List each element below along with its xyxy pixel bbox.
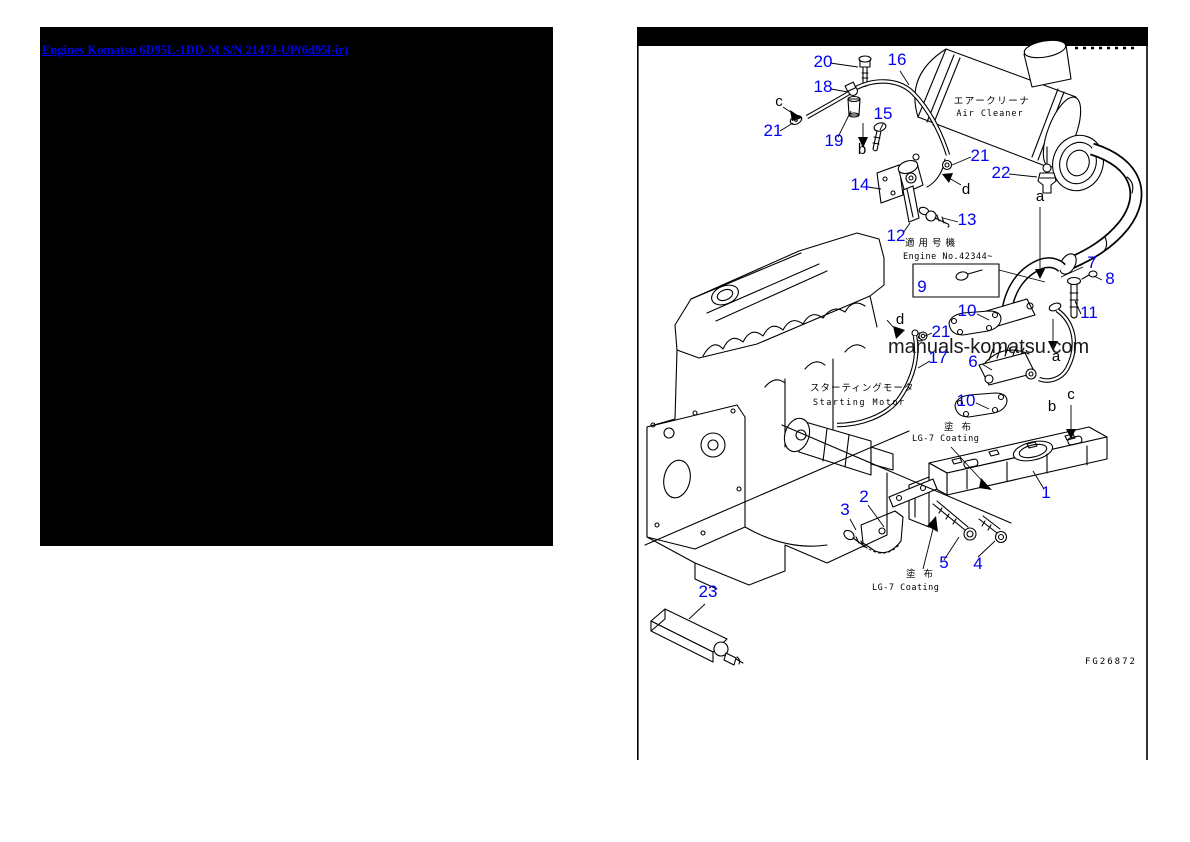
air-cleaner-caption-en: Air Cleaner — [956, 109, 1023, 119]
part-callout-20-0: 20 — [814, 52, 833, 71]
bolt-20-drawing — [858, 55, 872, 88]
tube-16-drawing — [805, 79, 951, 188]
bolt-8-drawing — [1081, 270, 1098, 280]
parts-diagram-svg: エアークリーナ Air Cleaner 適用号機 Engine No.42344… — [637, 27, 1148, 760]
starting-motor-caption-en: Starting Motor — [813, 398, 906, 408]
fitting-22-drawing — [1037, 146, 1057, 194]
part-callout-11-15: 11 — [1080, 303, 1098, 322]
intake-manifold-drawing — [888, 426, 1108, 528]
gasket-10-upper-drawing — [948, 310, 1002, 336]
panel-top-black-bar — [637, 27, 1148, 46]
bolt-13-drawing — [918, 206, 950, 228]
ref-letter-c-6: c — [1067, 386, 1075, 403]
coating-upper-caption-en: LG-7 Coating — [912, 434, 979, 444]
air-cleaner-drawing — [914, 39, 1104, 192]
part-callout-10-19: 10 — [957, 391, 976, 410]
callout-leader-lines — [688, 62, 1103, 620]
ref-letter-a-5: a — [1052, 348, 1061, 365]
parts-page-title-link[interactable]: Engines Komatsu 6D95L-1DD-M S/N 21473-UP… — [42, 43, 349, 57]
air-cleaner-caption-jp: エアークリーナ — [954, 96, 1030, 107]
solenoid-14-drawing — [876, 153, 924, 204]
part-callout-10-14: 10 — [958, 301, 977, 320]
part-callout-15-5: 15 — [874, 104, 893, 123]
applicable-serial-caption-en: Engine No.42344~ — [903, 252, 993, 262]
part-callout-14-6: 14 — [851, 175, 870, 194]
nut-21-lower-drawing — [918, 331, 928, 341]
parts-diagram-panel: エアークリーナ Air Cleaner 適用号機 Engine No.42344… — [637, 27, 1148, 760]
plug-23-drawing — [650, 608, 744, 666]
redacted-parts-list-panel: Engines Komatsu 6D95L-1DD-M S/N 21473-UP… — [40, 27, 553, 546]
part-callout-16-1: 16 — [888, 50, 907, 69]
fitting-18-drawing — [844, 81, 859, 97]
coating-lower-caption-jp: 塗布 — [906, 568, 941, 580]
part-callout-23-25: 23 — [699, 582, 718, 601]
part-callout-21-7: 21 — [971, 146, 990, 165]
watermark-text: manuals-komatsu.com — [888, 336, 1089, 358]
part-callout-19-4: 19 — [825, 131, 844, 150]
part-callout-3-22: 3 — [840, 500, 849, 519]
bolt-15-drawing — [872, 122, 887, 152]
ref-letter-c-0: c — [775, 93, 783, 110]
part-callout-8-13: 8 — [1105, 269, 1114, 288]
ref-letter-b-1: b — [858, 141, 866, 158]
part-callout-2-21: 2 — [859, 487, 868, 506]
coating-upper-caption-jp: 塗布 — [944, 421, 979, 433]
bolt-3-drawing — [843, 529, 868, 549]
part-callout-17-17: 17 — [929, 348, 948, 367]
part-callout-21-3: 21 — [764, 121, 783, 140]
reference-arrows — [782, 106, 1076, 570]
part-callout-4-24: 4 — [973, 554, 982, 573]
part-callout-9-11: 9 — [917, 277, 926, 296]
figure-code: FG26872 — [1085, 657, 1137, 667]
part-callout-18-2: 18 — [814, 77, 833, 96]
coating-lower-caption-en: LG-7 Coating — [872, 583, 939, 593]
tube-17-drawing — [836, 329, 919, 428]
part-callout-6-18: 6 — [968, 352, 977, 371]
part-callout-22-8: 22 — [992, 163, 1011, 182]
ref-letter-d-2: d — [962, 181, 970, 198]
part-callout-7-12: 7 — [1087, 253, 1096, 272]
air-intake-hose-drawing — [1059, 142, 1143, 275]
ref-letter-a-3: a — [1036, 188, 1045, 205]
part-callout-5-23: 5 — [939, 553, 948, 572]
ref-letter-b-7: b — [1048, 398, 1056, 415]
plate-12-drawing — [902, 185, 920, 223]
bolt-4-drawing — [978, 515, 1008, 544]
breather-tube-drawing — [1038, 302, 1076, 383]
part-callout-12-10: 12 — [887, 226, 906, 245]
part-callout-13-9: 13 — [958, 210, 977, 229]
bolt-11-drawing — [1066, 276, 1082, 319]
mounting-plane-lines — [644, 424, 1012, 546]
bolt-5-drawing — [932, 500, 977, 541]
ref-letter-d-4: d — [896, 311, 904, 328]
part-callout-1-20: 1 — [1041, 483, 1050, 502]
clip-9-drawing — [912, 263, 1046, 298]
starting-motor-caption-jp: スターティングモータ — [810, 382, 914, 394]
part-callout-21-16: 21 — [932, 322, 951, 341]
engine-block-drawing — [646, 232, 925, 590]
applicable-serial-caption-jp: 適用号機 — [905, 237, 959, 249]
nut-21-upper-drawing — [941, 159, 953, 171]
bracket-2-drawing — [860, 510, 904, 554]
valve-6-drawing — [978, 344, 1037, 386]
